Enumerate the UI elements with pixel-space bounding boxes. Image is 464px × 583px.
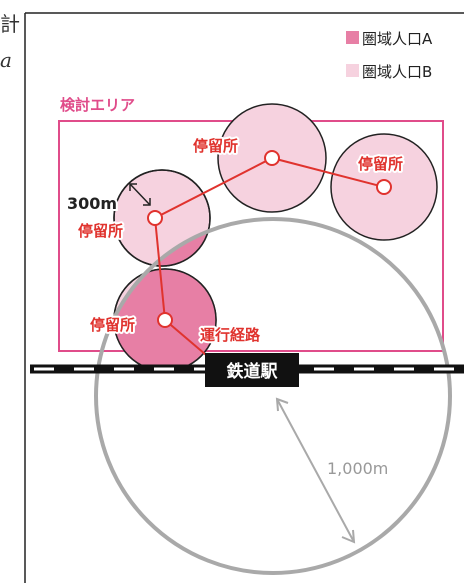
station-radius-circle	[94, 217, 452, 575]
radius-1000m-label: 1,000m	[327, 459, 388, 478]
stop-marker-2	[147, 210, 163, 226]
coverage-circle-stop-2-outline	[113, 169, 211, 267]
stop-marker-4	[376, 179, 392, 195]
legend-label-b: 圏域人口B	[362, 63, 432, 81]
radius-300m-arrow	[129, 183, 151, 206]
study-area-label: 検討エリア	[60, 96, 135, 114]
edge-text-bottom: a	[0, 48, 12, 72]
route-to-station	[164, 319, 213, 361]
stop-label-3: 停留所	[193, 137, 238, 155]
legend-swatch-b	[346, 64, 359, 77]
radius-1000m-arrow	[275, 397, 356, 544]
stop-marker-3	[264, 150, 280, 166]
stop-marker-1	[157, 312, 173, 328]
station-label: 鉄道駅	[227, 361, 279, 382]
stop-label-1: 停留所	[90, 316, 135, 334]
stop-label-2: 停留所	[78, 222, 123, 240]
stop-label-4: 停留所	[358, 155, 403, 173]
radius-300m-label: 300m	[67, 194, 117, 213]
legend-swatch-a	[346, 31, 359, 44]
station-box	[205, 353, 299, 387]
route-line	[153, 156, 385, 321]
legend-label-a: 圏域人口A	[362, 30, 433, 48]
route-label: 運行経路	[200, 326, 261, 344]
edge-text-top: 計	[0, 12, 20, 36]
